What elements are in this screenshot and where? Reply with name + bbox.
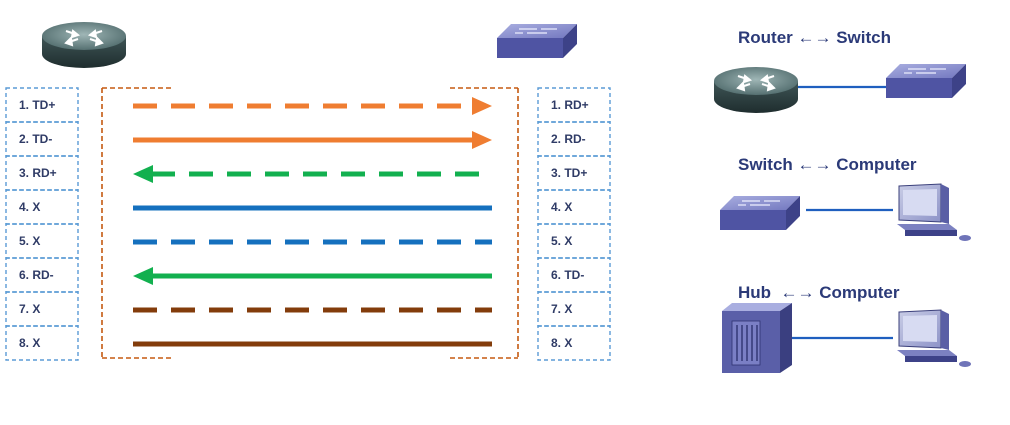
pin-label: 3. TD+ [551, 166, 587, 180]
pin-label: 5. X [19, 234, 40, 248]
connection-title: Switch ←→ Computer [738, 155, 917, 174]
right-pin-2: 2. RD- [537, 121, 611, 157]
pin-label: 7. X [19, 302, 40, 316]
left-pin-column: 1. TD+ 2. TD- 3. RD+ 4. X 5. X 6. RD- 7. X 8. X [5, 87, 79, 361]
hub-icon [722, 303, 792, 373]
right-pin-column: 1. RD+ 2. RD- 3. TD+ 4. X 5. X 6. TD- 7. X 8. X [537, 87, 611, 361]
wire-set [133, 97, 492, 347]
switch-icon [497, 24, 577, 58]
pin-label: 1. RD+ [551, 98, 589, 112]
left-pin-6: 6. RD- [5, 257, 79, 293]
left-pin-1: 1. TD+ [5, 87, 79, 123]
right-connector-bracket [450, 87, 519, 359]
switch-icon [886, 64, 966, 98]
right-pin-7: 7. X [537, 291, 611, 327]
right-pin-8: 8. X [537, 325, 611, 361]
connection-router-switch: Router ←→ Switch [714, 28, 966, 113]
pin-label: 1. TD+ [19, 98, 55, 112]
pin-label: 5. X [551, 234, 572, 248]
connection-title: Hub ←→ Computer [738, 283, 900, 302]
pin-label: 8. X [19, 336, 40, 350]
left-pin-4: 4. X [5, 189, 79, 225]
router-icon [714, 67, 798, 113]
right-pin-3: 3. TD+ [537, 155, 611, 191]
right-pin-1: 1. RD+ [537, 87, 611, 123]
arrowhead-left [133, 267, 153, 285]
arrowhead-right [472, 131, 492, 149]
pin-label: 7. X [551, 302, 572, 316]
left-pin-7: 7. X [5, 291, 79, 327]
connection-switch-computer: Switch ←→ Computer [720, 155, 971, 241]
router-icon [42, 22, 126, 68]
left-pin-2: 2. TD- [5, 121, 79, 157]
right-pin-4: 4. X [537, 189, 611, 225]
wire-3 [133, 165, 492, 183]
switch-icon [720, 196, 800, 230]
wire-1 [133, 97, 492, 115]
pin-label: 2. RD- [551, 132, 586, 146]
left-connector-bracket [101, 87, 172, 359]
pin-label: 6. TD- [551, 268, 584, 282]
pin-label: 6. RD- [19, 268, 54, 282]
connection-title: Router ←→ Switch [738, 28, 891, 47]
computer-icon [897, 309, 971, 367]
wire-2 [133, 131, 492, 149]
arrowhead-left [133, 165, 153, 183]
arrowhead-right [472, 97, 492, 115]
connection-hub-computer: Hub ←→ Computer [722, 283, 971, 373]
left-pin-8: 8. X [5, 325, 79, 361]
left-pin-3: 3. RD+ [5, 155, 79, 191]
right-pin-6: 6. TD- [537, 257, 611, 293]
right-pin-5: 5. X [537, 223, 611, 259]
pin-label: 4. X [551, 200, 572, 214]
pin-label: 4. X [19, 200, 40, 214]
pin-label: 2. TD- [19, 132, 52, 146]
computer-icon [897, 183, 971, 241]
left-pin-5: 5. X [5, 223, 79, 259]
pin-label: 3. RD+ [19, 166, 57, 180]
pin-label: 8. X [551, 336, 572, 350]
wire-6 [133, 267, 492, 285]
